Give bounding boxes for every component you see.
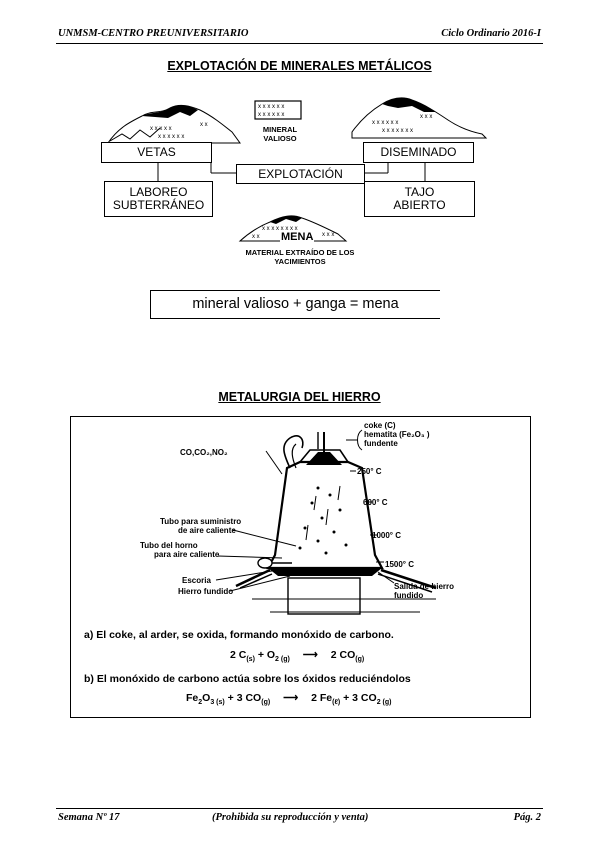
footer-left: Semana Nº 17 — [58, 812, 120, 823]
explotacion-diagram: x x x x x x x x x x x x x x x x x x x x … — [107, 97, 488, 242]
mineral-valioso-label: MINERAL VALIOSO — [262, 125, 298, 143]
section-title-explotacion: EXPLOTACIÓN DE MINERALES METÁLICOS — [167, 59, 432, 73]
laboreo-subterraneo-box: LABOREO SUBTERRÁNEO — [104, 181, 213, 217]
svg-text:x x x: x x x — [420, 114, 432, 120]
svg-text:x x: x x — [252, 234, 260, 240]
label-600c: 600° C — [363, 498, 388, 507]
header-right: Ciclo Ordinario 2016-I — [441, 28, 541, 39]
header-left: UNMSM-CENTRO PREUNIVERSITARIO — [58, 28, 249, 39]
eq-b-fe-sub: 2 — [198, 699, 203, 707]
eq-a-reactant-o: + O — [257, 649, 276, 661]
eq-a-arrow: ⟶ — [302, 649, 318, 661]
eq-a-state-g: (g) — [355, 656, 365, 664]
svg-text:x x x x x: x x x x x — [150, 126, 172, 132]
tajo-abierto-box: TAJO ABIERTO — [364, 181, 475, 217]
label-hierro-fundido: Hierro fundido — [178, 587, 234, 596]
label-salida-hierro-1: Salida de hierro — [394, 582, 455, 591]
footer-rule — [56, 808, 543, 809]
eq-b-product-co2: + 3 CO — [343, 692, 377, 704]
mena-label: MENA — [280, 231, 315, 243]
label-coke: coke (C) — [364, 421, 396, 430]
svg-text:x x x x x x: x x x x x x — [258, 104, 284, 110]
eq-b-product-fe-sub: (ℓ) — [332, 699, 341, 707]
footer-right: Pág. 2 — [513, 812, 541, 823]
eq-a-reactant-c: 2 C — [230, 649, 247, 661]
eq-b-co: + 3 CO — [227, 692, 262, 704]
eq-b-arrow: ⟶ — [283, 692, 299, 704]
footer-center: (Prohibida su reproducción y venta) — [212, 812, 369, 823]
vetas-box: VETAS — [101, 142, 212, 163]
mena-mound-illustration: x x x x x x x x x x x x x — [238, 215, 348, 242]
svg-text:x x x x x x: x x x x x x — [158, 134, 184, 140]
svg-text:x x x x x x: x x x x x x — [258, 112, 284, 118]
label-salida-hierro-2: fundido — [394, 591, 424, 600]
eq-b-product-co2-sub: 2 (g) — [376, 699, 392, 707]
eq-a-product: 2 CO — [330, 649, 356, 661]
right-mountain-illustration: x x x x x x x x x x x x x x x x — [351, 97, 488, 139]
label-fundente: fundente — [364, 439, 398, 448]
svg-text:x x x: x x x — [322, 232, 334, 238]
svg-text:x x: x x — [200, 122, 208, 128]
mena-formula-box: mineral valioso + ganga = mena — [150, 290, 440, 319]
label-250c: 250° C — [357, 467, 382, 476]
label-1500c: 1500° C — [385, 560, 414, 569]
eq-b-o: O — [202, 692, 211, 704]
left-mountain-illustration: x x x x x x x x x x x x x — [107, 104, 241, 144]
section-title-metalurgia: METALURGIA DEL HIERRO — [218, 390, 381, 404]
eq-b-co-sub: (g) — [261, 699, 271, 707]
mineral-valioso-swatch: x x x x x x x x x x x x — [254, 100, 302, 120]
label-tubo-horno-2: para aire caliente — [154, 550, 220, 559]
label-tubo-horno-1: Tubo del horno — [140, 541, 198, 550]
header-rule — [56, 43, 543, 44]
label-hematita: hematita (Fe₂O₃ ) — [364, 430, 430, 439]
eq-b-product-fe: 2 Fe — [311, 692, 333, 704]
label-tubo-suministro-2: de aire caliente — [178, 526, 236, 535]
metalurgia-frame — [70, 416, 531, 718]
label-1000c: 1000° C — [372, 531, 401, 540]
explotacion-box: EXPLOTACIÓN — [236, 164, 365, 184]
furnace-body — [235, 432, 437, 615]
label-escoria: Escoria — [182, 576, 211, 585]
svg-text:x x x x x x x x: x x x x x x x x — [262, 226, 298, 232]
material-extraido-label: MATERIAL EXTRAÍDO DE LOS YACIMIENTOS — [245, 248, 355, 266]
diseminado-box: DISEMINADO — [363, 142, 474, 163]
equation-b: Fe2O3 (s) + 3 CO(g) ⟶ 2 Fe(ℓ) + 3 CO2 (g… — [186, 692, 391, 706]
label-gases: CO,CO₂,NO₂ — [180, 448, 228, 457]
svg-text:x x x x x x: x x x x x x — [372, 120, 398, 126]
eq-a-state-s: (s) — [246, 656, 255, 664]
equation-a: 2 C(s) + O2 (g) ⟶ 2 CO(g) — [230, 649, 364, 663]
svg-text:x x x x x x x: x x x x x x x — [382, 128, 413, 134]
text-reaction-b: b) El monóxido de carbono actúa sobre lo… — [84, 673, 411, 685]
text-reaction-a: a) El coke, al arder, se oxida, formando… — [84, 629, 394, 641]
eq-a-state-o: 2 (g) — [275, 656, 290, 664]
label-tubo-suministro-1: Tubo para suministro — [160, 517, 242, 526]
eq-b-fe: Fe — [186, 692, 199, 704]
eq-b-o-sub: 3 (s) — [210, 699, 225, 707]
